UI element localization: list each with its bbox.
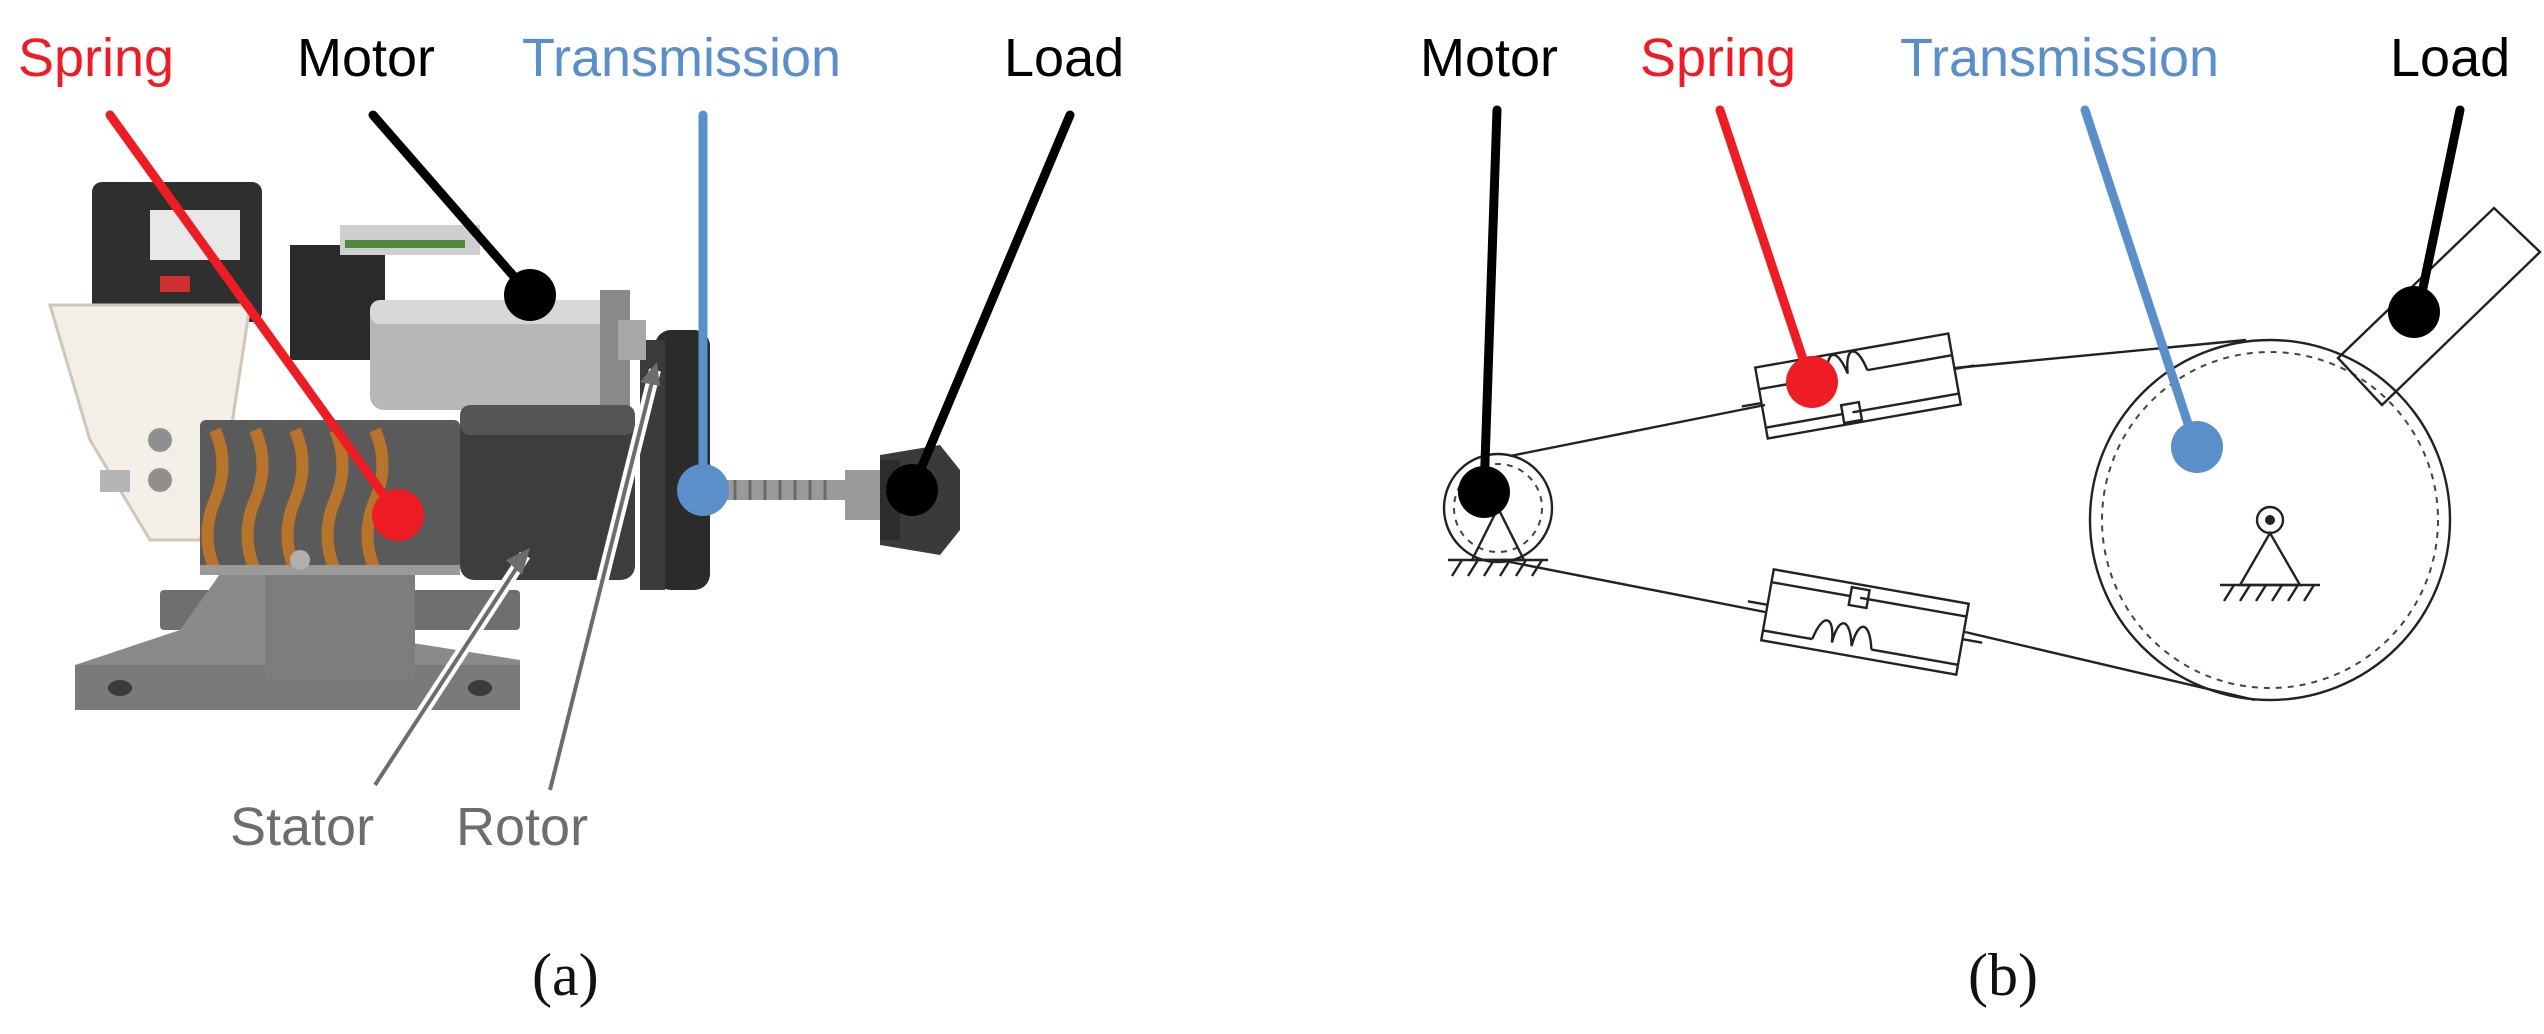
panel-a-caption: (a) bbox=[532, 942, 599, 1008]
spring-marker-a bbox=[372, 489, 424, 541]
load-label-b: Load bbox=[2390, 28, 2510, 88]
motor-marker-a bbox=[504, 269, 556, 321]
load-leader-line-b bbox=[2413, 105, 2465, 317]
transmission-marker-b bbox=[2171, 421, 2223, 473]
load-arm bbox=[2336, 206, 2542, 407]
control-box bbox=[290, 225, 480, 360]
stator-arrow bbox=[369, 548, 531, 789]
load-wheel bbox=[2088, 338, 2452, 702]
motor-body bbox=[370, 290, 630, 450]
lower-spring-damper bbox=[1747, 567, 1983, 677]
stator-label: Stator bbox=[230, 797, 374, 857]
load-marker-a bbox=[886, 464, 938, 516]
motor-label-b: Motor bbox=[1420, 28, 1558, 88]
panel-b-caption: (b) bbox=[1968, 942, 2038, 1008]
upper-spring-damper bbox=[1741, 332, 1975, 440]
transmission-label-b: Transmission bbox=[1900, 28, 2219, 88]
motor-pulley bbox=[1442, 452, 1554, 577]
motor-leader-line-a bbox=[368, 110, 535, 300]
spring-label-b: Spring bbox=[1640, 28, 1796, 88]
spring-leader-line-a bbox=[105, 110, 403, 520]
spring-assembly bbox=[200, 420, 460, 575]
load-marker-b bbox=[2388, 286, 2440, 338]
lower-belt bbox=[1509, 560, 2256, 702]
rotor-label: Rotor bbox=[456, 797, 588, 857]
load-leader-line-a bbox=[907, 110, 1075, 495]
load-label-a: Load bbox=[1004, 28, 1124, 88]
stator-body bbox=[290, 405, 635, 580]
transmission-leader-line-b bbox=[2080, 105, 2200, 450]
panel-a: Spring Motor Transmission Load Stator Ro… bbox=[18, 28, 1124, 1008]
panel-b: Motor Spring Transmission Load (b) bbox=[1420, 28, 2542, 1008]
motor-marker-b bbox=[1458, 466, 1510, 518]
motor-leader-line-b bbox=[1479, 105, 1502, 497]
transmission-label-a: Transmission bbox=[522, 28, 841, 88]
spring-marker-b bbox=[1786, 356, 1838, 408]
rotor-arrow bbox=[544, 362, 661, 792]
spring-leader-line-b bbox=[1715, 105, 1815, 385]
upper-belt bbox=[1509, 338, 2247, 458]
motor-label-a: Motor bbox=[297, 28, 435, 88]
transmission-marker-a bbox=[677, 464, 729, 516]
lead-screw bbox=[700, 480, 860, 500]
spring-label-a: Spring bbox=[18, 28, 174, 88]
